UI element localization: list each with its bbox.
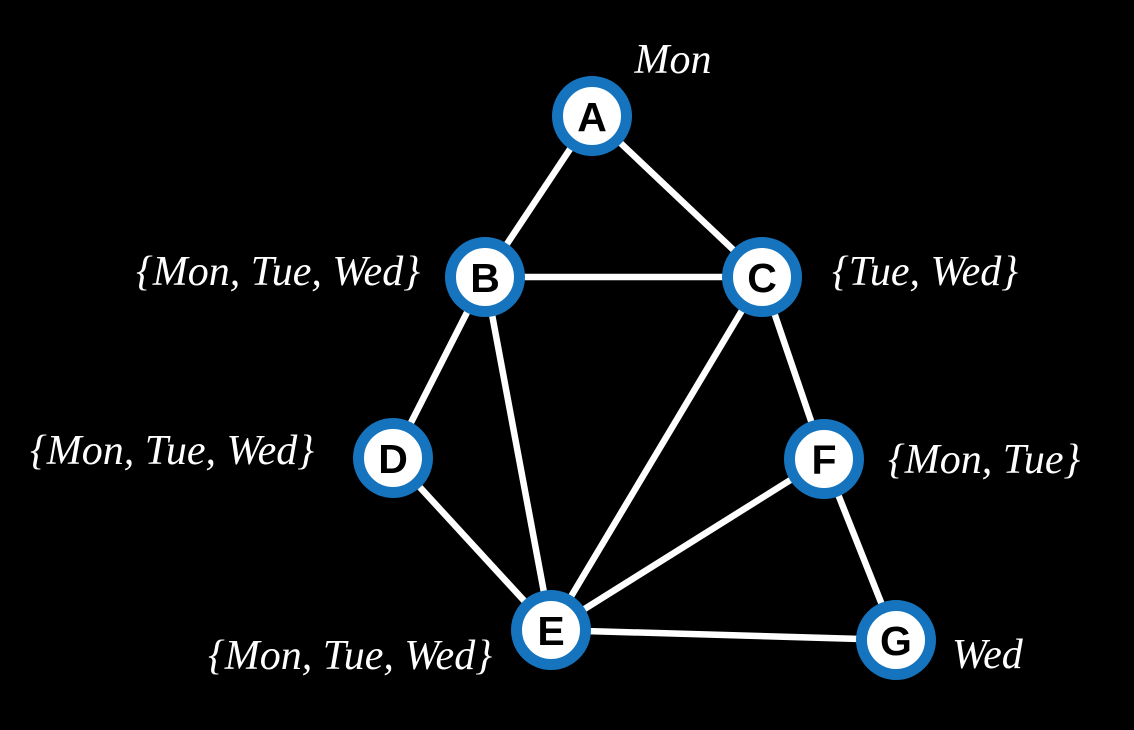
edge-E-F — [547, 455, 828, 634]
node-A-domain-label: Mon — [634, 37, 712, 83]
node-D-letter: D — [378, 436, 408, 482]
edge-E-G — [547, 626, 900, 644]
node-F-letter: F — [811, 437, 836, 483]
node-G-domain-label: Wed — [952, 632, 1024, 678]
node-A-letter: A — [577, 94, 607, 140]
node-C-circle — [722, 237, 802, 317]
node-C-letter: C — [747, 255, 777, 301]
node-G-circle — [856, 600, 936, 680]
node-B-letter: B — [470, 255, 500, 301]
node-layer: A B C D E F G — [353, 76, 936, 680]
edge-B-E — [481, 273, 555, 634]
edge-C-E — [547, 273, 766, 634]
node-F-domain-label: {Mon, Tue} — [888, 437, 1080, 483]
node-D-circle — [353, 418, 433, 498]
node-A-circle — [552, 76, 632, 156]
node-G-letter: G — [880, 618, 912, 664]
node-B: B — [445, 237, 525, 317]
node-E-circle — [511, 590, 591, 670]
node-E-letter: E — [537, 608, 564, 654]
node-C-domain-label: {Tue, Wed} — [832, 249, 1018, 295]
node-A: A — [552, 76, 632, 156]
node-D-domain-label: {Mon, Tue, Wed} — [30, 428, 314, 474]
node-F-circle — [784, 419, 864, 499]
node-C: C — [722, 237, 802, 317]
node-G: G — [856, 600, 936, 680]
edge-layer — [389, 112, 900, 644]
node-E-domain-label: {Mon, Tue, Wed} — [208, 633, 492, 679]
node-F: F — [784, 419, 864, 499]
node-B-domain-label: {Mon, Tue, Wed} — [136, 249, 420, 295]
node-B-circle — [445, 237, 525, 317]
domain-label-layer: Mon {Mon, Tue, Wed} {Tue, Wed} {Mon, Tue… — [30, 37, 1080, 679]
node-E: E — [511, 590, 591, 670]
node-D: D — [353, 418, 433, 498]
